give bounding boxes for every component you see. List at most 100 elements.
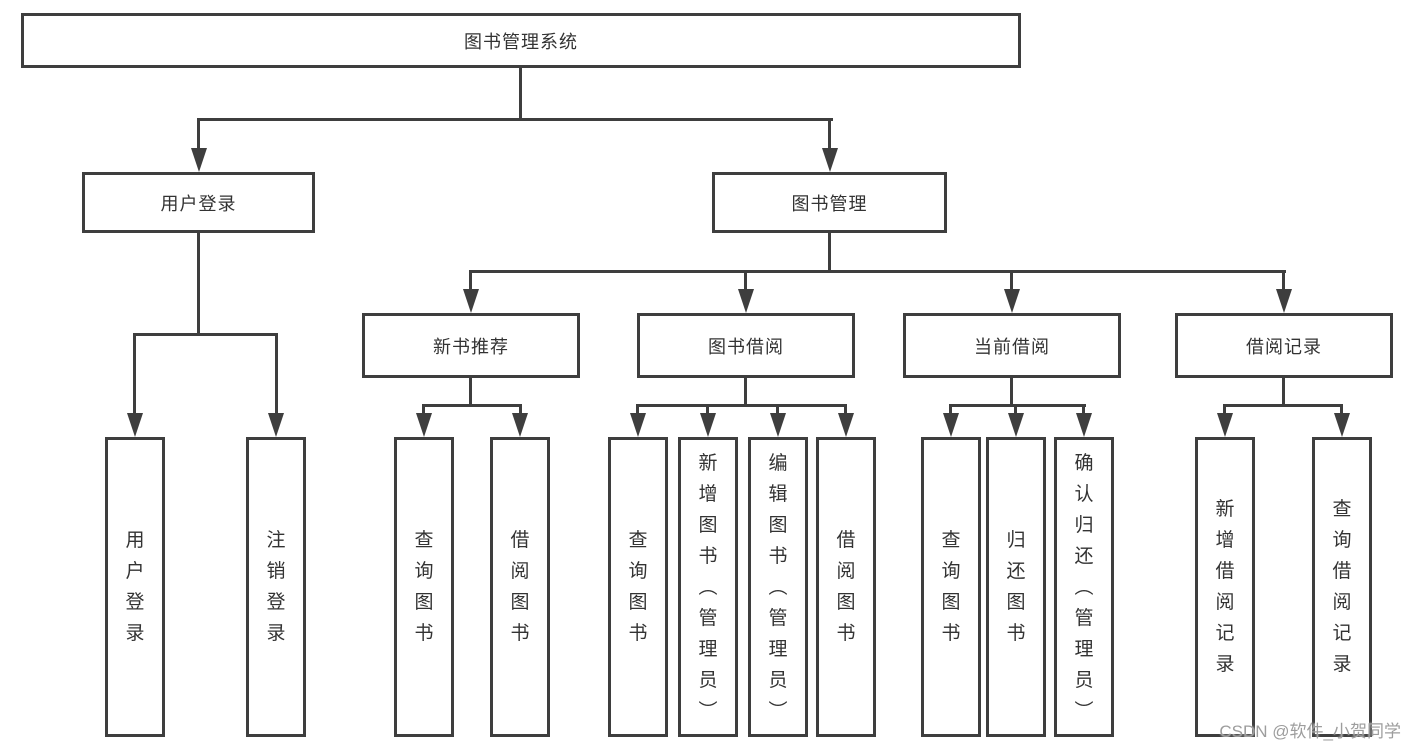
node-book-borrow: 图书借阅	[637, 313, 855, 378]
vertical-char: ︵	[698, 576, 718, 598]
leaf-newbooks-borrow: 借阅图书	[490, 437, 550, 737]
node-book-mgmt-label: 图书管理	[791, 193, 868, 214]
arrowhead-bookborrow-4	[838, 413, 854, 437]
node-current-borrow: 当前借阅	[903, 313, 1121, 378]
vertical-char: 图	[836, 592, 856, 613]
vertical-char: 录	[266, 623, 286, 644]
arrowhead-currentborrow-1	[943, 413, 959, 437]
connector-drop-newbooks-1	[422, 404, 425, 416]
vertical-char: 询	[628, 561, 648, 582]
arrowhead-current-borrow	[1004, 289, 1020, 313]
arrowhead-user-login	[191, 148, 207, 172]
connector-userlogin-stem	[197, 233, 200, 336]
arrowhead-currentborrow-2	[1008, 413, 1024, 437]
vertical-char: 借	[1215, 561, 1235, 582]
connector-drop-user-login	[197, 118, 200, 151]
connector-borrowrecords-hline	[1223, 404, 1343, 407]
connector-root-stem	[519, 68, 522, 121]
arrowhead-newbooks-2	[512, 413, 528, 437]
leaf-current-return: 归还图书	[986, 437, 1046, 737]
vertical-char: 录	[1215, 654, 1235, 675]
vertical-char: 增	[1215, 530, 1235, 551]
arrowhead-newbooks-1	[416, 413, 432, 437]
arrowhead-leaf-userlogin	[127, 413, 143, 437]
vertical-char: 借	[510, 530, 530, 551]
vertical-char: 注	[266, 530, 286, 551]
vertical-char: 图	[698, 514, 718, 536]
connector-newbooks-hline	[422, 404, 522, 407]
vertical-char: 图	[941, 592, 961, 613]
connector-drop-bookborrow-3	[776, 404, 779, 416]
leaf-current-query: 查询图书	[921, 437, 981, 737]
connector-drop-borrowrecords-1	[1223, 404, 1226, 416]
connector-drop-bookborrow-2	[706, 404, 709, 416]
node-root: 图书管理系统	[21, 13, 1021, 68]
connector-drop-book-borrow	[744, 270, 747, 292]
vertical-char: 归	[1006, 530, 1026, 551]
vertical-char: 认	[1074, 483, 1094, 505]
connector-drop-borrowrecords-2	[1340, 404, 1343, 416]
vertical-char: 查	[941, 530, 961, 551]
vertical-char: 查	[628, 530, 648, 551]
connector-drop-new-books	[469, 270, 472, 292]
vertical-char: 书	[941, 623, 961, 644]
connector-drop-currentborrow-3	[1082, 404, 1085, 416]
arrowhead-bookborrow-1	[630, 413, 646, 437]
vertical-char: 书	[836, 623, 856, 644]
vertical-char: 图	[414, 592, 434, 613]
arrowhead-borrowrecords-2	[1334, 413, 1350, 437]
vertical-char: 借	[1332, 561, 1352, 582]
vertical-char: 查	[1332, 499, 1352, 520]
vertical-char: 归	[1074, 514, 1094, 536]
connector-bookborrow-hline	[636, 404, 847, 407]
connector-borrowrecords-stem	[1282, 378, 1285, 407]
leaf-borrow-borrow: 借阅图书	[816, 437, 876, 737]
connector-drop-current-borrow	[1010, 270, 1013, 292]
connector-currentborrow-hline	[949, 404, 1086, 407]
connector-newbooks-stem	[469, 378, 472, 407]
arrowhead-borrowrecords-1	[1217, 413, 1233, 437]
connector-drop-leaf-logout	[275, 333, 278, 414]
vertical-char: 员	[698, 669, 718, 691]
vertical-char: 员	[1074, 669, 1094, 691]
csdn-watermark: CSDN @软件_小贺同学	[1219, 722, 1401, 741]
leaf-current-confirm-admin: 确认归还︵管理员︶	[1054, 437, 1114, 737]
vertical-char: 还	[1006, 561, 1026, 582]
vertical-char: 员	[768, 669, 788, 691]
vertical-char: ︵	[1074, 576, 1094, 598]
node-user-login: 用户登录	[82, 172, 315, 233]
vertical-char: 新	[1215, 499, 1235, 520]
vertical-char: 还	[1074, 545, 1094, 567]
vertical-char: 新	[698, 452, 718, 474]
vertical-char: 户	[125, 561, 145, 582]
vertical-char: 理	[698, 638, 718, 660]
vertical-char: ︶	[768, 700, 788, 722]
node-book-borrow-label: 图书借阅	[708, 336, 784, 357]
arrowhead-book-mgmt	[822, 148, 838, 172]
vertical-char: 销	[266, 561, 286, 582]
connector-level2-hline	[197, 118, 833, 121]
vertical-char: 询	[1332, 530, 1352, 551]
connector-drop-currentborrow-1	[949, 404, 952, 416]
vertical-char: 记	[1332, 623, 1352, 644]
vertical-char: 理	[768, 638, 788, 660]
vertical-char: 理	[1074, 638, 1094, 660]
arrowhead-new-books	[463, 289, 479, 313]
vertical-char: 辑	[768, 483, 788, 505]
vertical-char: 询	[414, 561, 434, 582]
leaf-records-add: 新增借阅记录	[1195, 437, 1255, 737]
connector-drop-currentborrow-2	[1014, 404, 1017, 416]
vertical-char: 书	[628, 623, 648, 644]
node-current-borrow-label: 当前借阅	[974, 336, 1050, 357]
vertical-char: 用	[125, 530, 145, 551]
node-borrow-records-label: 借阅记录	[1246, 336, 1322, 357]
arrowhead-book-borrow	[738, 289, 754, 313]
connector-drop-bookborrow-4	[844, 404, 847, 416]
node-book-mgmt: 图书管理	[712, 172, 947, 233]
vertical-char: ︶	[1074, 700, 1094, 722]
vertical-char: 书	[698, 545, 718, 567]
vertical-char: 图	[510, 592, 530, 613]
vertical-char: 阅	[1215, 592, 1235, 613]
node-borrow-records: 借阅记录	[1175, 313, 1393, 378]
vertical-char: 阅	[836, 561, 856, 582]
